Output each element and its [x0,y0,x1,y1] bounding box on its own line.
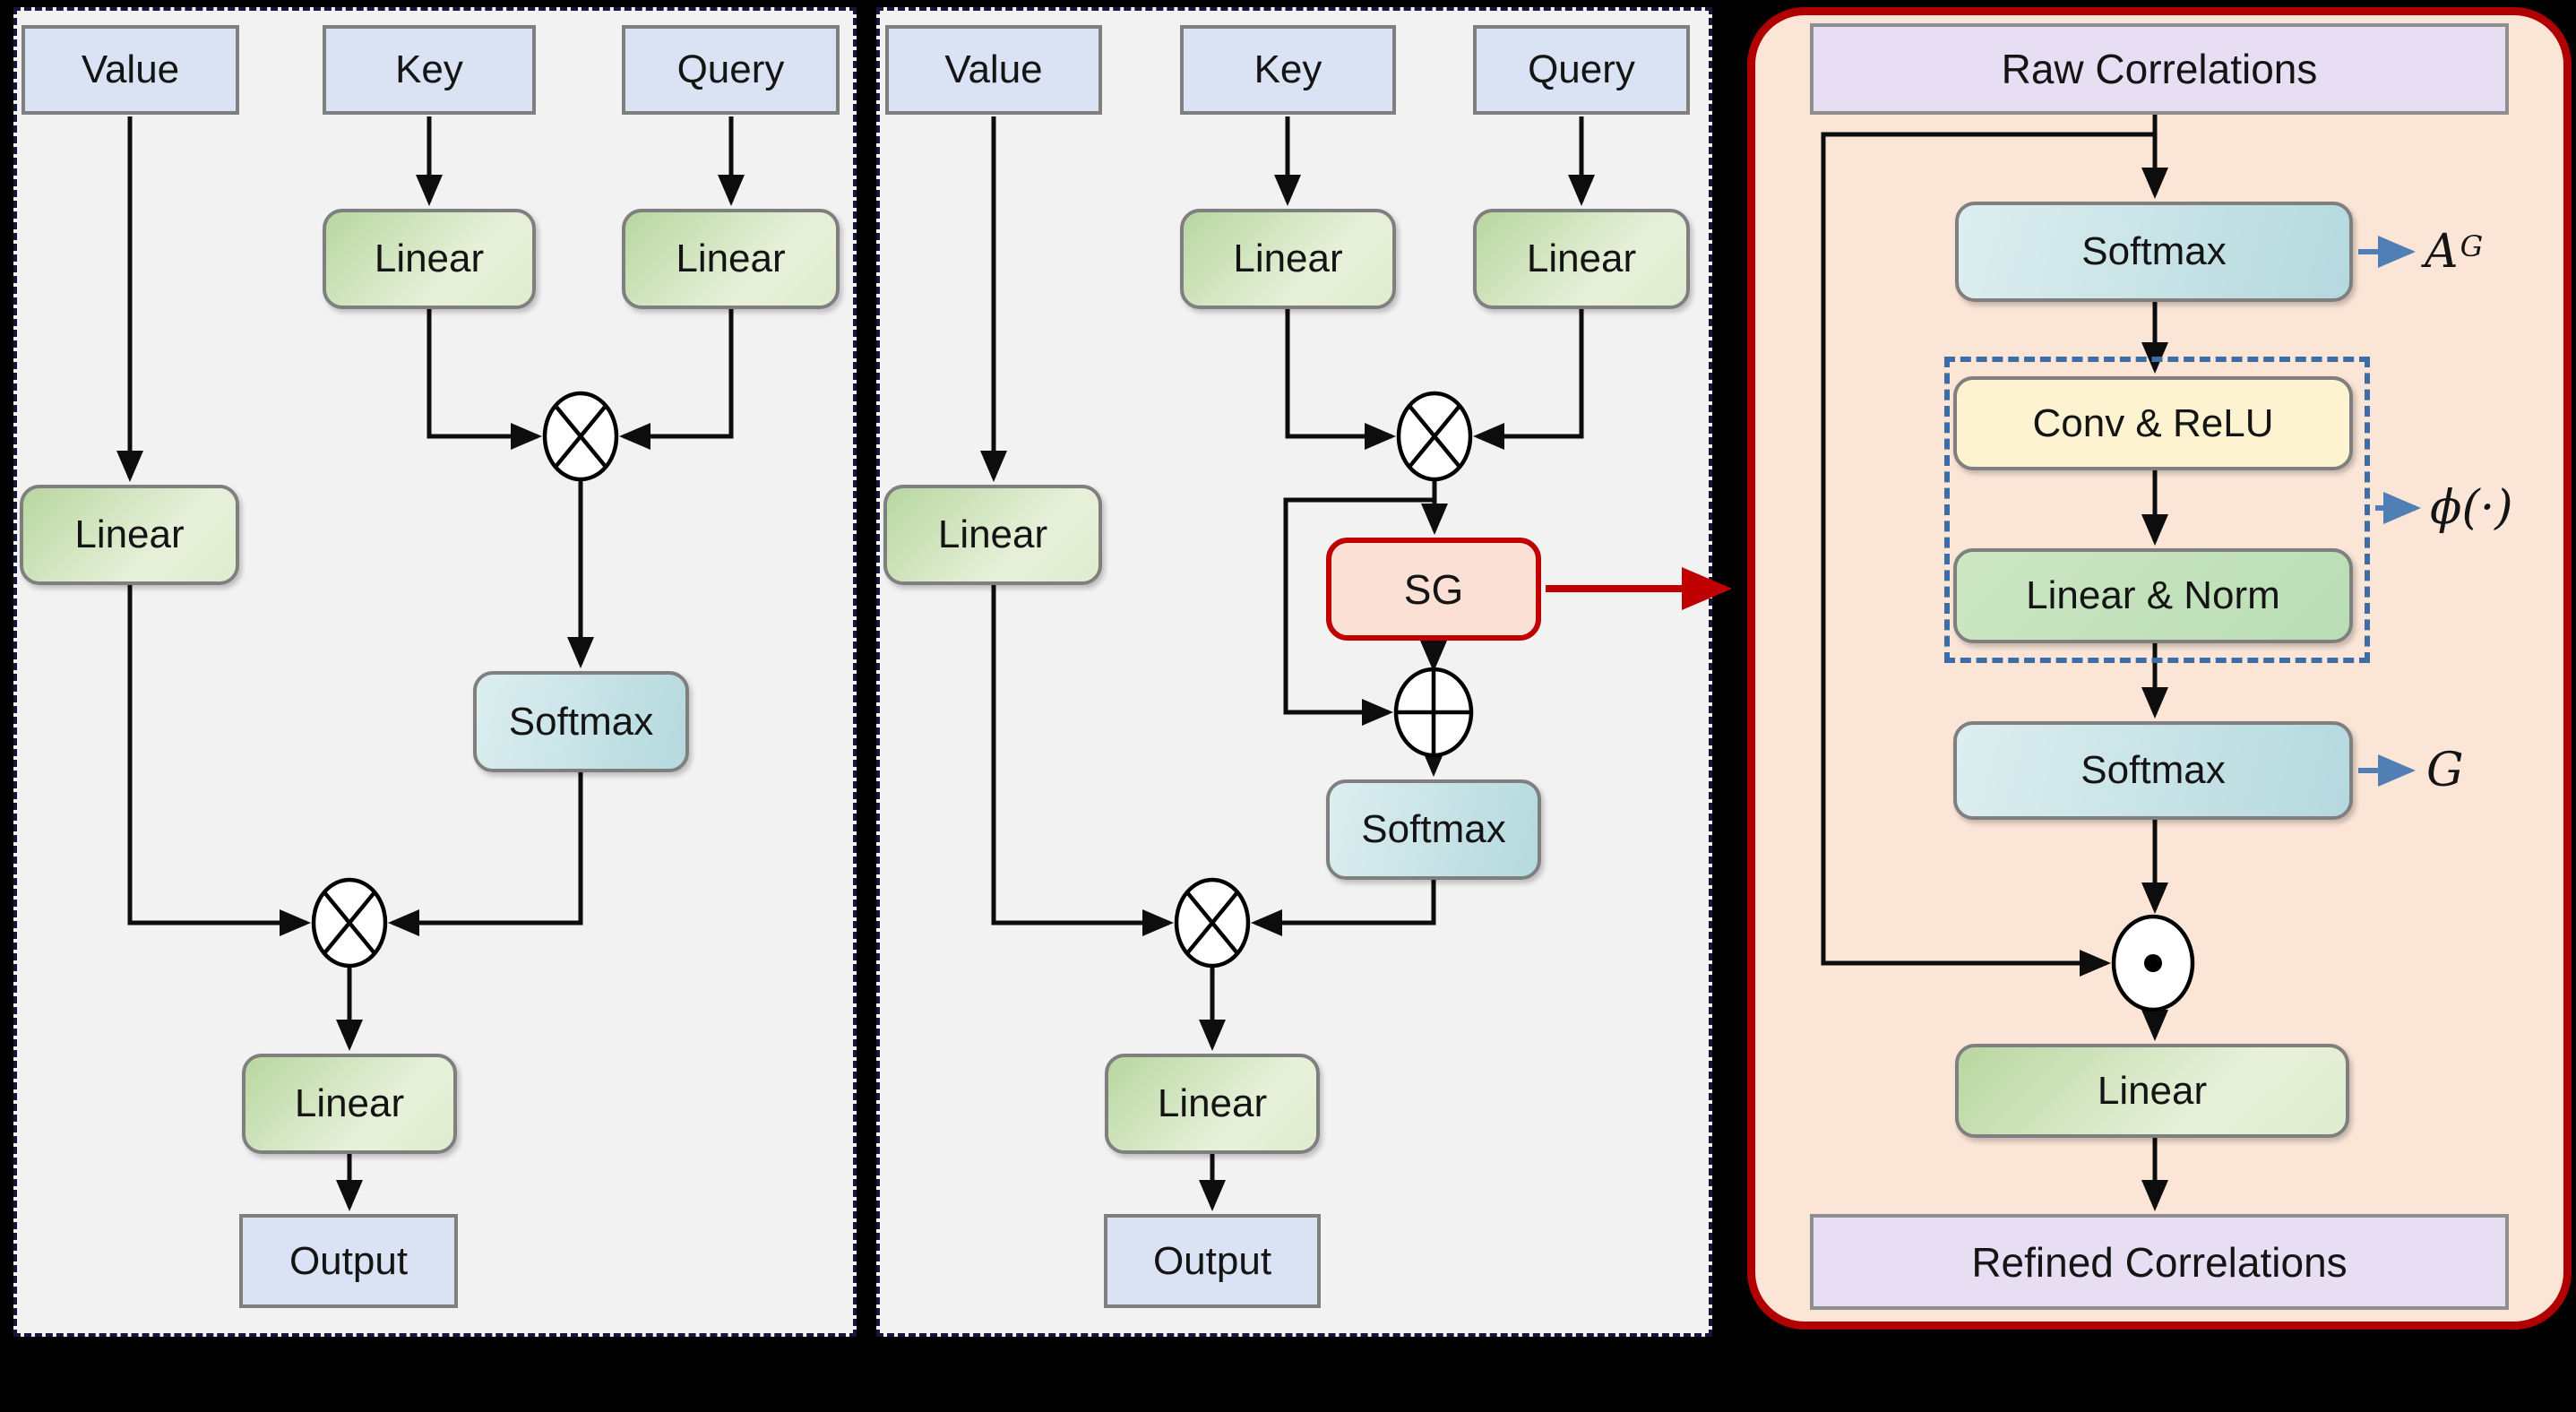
raw-correlations-label: Raw Correlations [2001,46,2318,92]
sg-box: SG [1326,538,1541,641]
linear-label: Linear [374,237,485,280]
value-label: Value [81,47,180,91]
softmax-top-box: Softmax [1955,202,2353,302]
linear-norm-box: Linear & Norm [1953,548,2353,643]
matmul-icon [1396,391,1473,482]
linear-label: Linear [2097,1068,2208,1113]
g-text: G [2426,744,2464,797]
query-box: Query [622,25,840,115]
output-label: Output [289,1238,409,1283]
linear-label: Linear [1157,1081,1268,1125]
linear-label: Linear [937,512,1048,556]
output-box: Output [1104,1214,1321,1308]
refined-correlations-label: Refined Correlations [1971,1238,2348,1286]
linear-label: Linear [74,512,185,556]
softmax-bottom-box: Softmax [1953,721,2353,820]
matmul-icon [1174,877,1251,969]
output-box: Output [239,1214,458,1308]
linear-value-box: Linear [20,485,239,585]
linear-label: Linear [294,1081,405,1125]
conv-relu-label: Conv & ReLU [2032,400,2274,445]
softmax-label: Softmax [2081,748,2226,792]
softmax-box: Softmax [473,671,689,772]
softmax-label: Softmax [1361,807,1506,851]
query-box: Query [1473,25,1690,115]
key-label: Key [1254,47,1322,91]
add-icon [1393,667,1474,758]
linear-label: Linear [1526,237,1637,280]
phi-text: ϕ(·) [2430,481,2513,535]
softmax-box: Softmax [1326,779,1541,880]
refined-correlations-box: Refined Correlations [1810,1214,2509,1310]
key-box: Key [1180,25,1396,115]
phi-function-label: ϕ(·) [2430,475,2513,541]
panel-a-connectors [116,116,745,1211]
output-label: Output [1152,1238,1272,1283]
value-box: Value [885,25,1102,115]
panel-c-output-arrows [2358,236,2421,787]
query-label: Query [676,47,785,91]
panel-b-connectors [980,116,1595,1211]
gate-matrix-label: G [2426,737,2464,804]
ag-sup: G [2460,229,2484,263]
linear-label: Linear [1233,237,1343,280]
value-label: Value [944,47,1043,91]
sg-label: SG [1403,565,1464,613]
linear-query-box: Linear [1473,209,1690,309]
conv-relu-box: Conv & ReLU [1953,376,2353,470]
linear-key-box: Linear [323,209,536,309]
linear-label: Linear [676,237,786,280]
softmax-label: Softmax [2081,229,2227,273]
raw-correlations-box: Raw Correlations [1810,23,2509,115]
linear-norm-label: Linear & Norm [2026,573,2280,617]
panel-c-connectors [1821,115,2168,1211]
key-box: Key [323,25,536,115]
key-label: Key [395,47,463,91]
query-label: Query [1528,47,1635,91]
softmax-label: Softmax [508,699,654,744]
linear-key-box: Linear [1180,209,1396,309]
matmul-icon [311,877,388,969]
linear-out-box: Linear [1955,1044,2349,1138]
hadamard-icon [2111,914,2195,1012]
matmul-icon [542,391,619,482]
value-box: Value [22,25,239,115]
ag-base: A [2425,225,2459,279]
linear-value-box: Linear [883,485,1102,585]
linear-out-box: Linear [242,1054,457,1154]
linear-out-box: Linear [1105,1054,1320,1154]
linear-query-box: Linear [622,209,840,309]
